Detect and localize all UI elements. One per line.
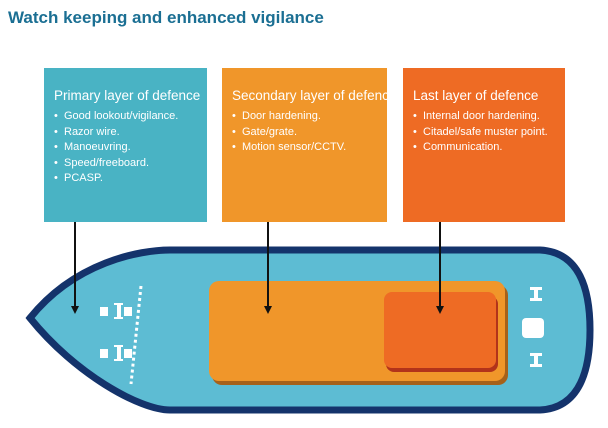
list-item: PCASP. bbox=[54, 171, 197, 187]
bow-bollard-icon bbox=[100, 303, 132, 319]
secondary-layer-box: Secondary layer of defence Door hardenin… bbox=[222, 68, 397, 222]
secondary-layer-heading: Secondary layer of defence bbox=[232, 88, 397, 103]
stern-hatch-icon bbox=[522, 318, 544, 338]
list-item: Citadel/safe muster point. bbox=[413, 125, 555, 141]
list-item: Internal door hardening. bbox=[413, 109, 555, 125]
list-item: Manoeuvring. bbox=[54, 140, 197, 156]
secondary-layer-list: Door hardening. Gate/grate. Motion senso… bbox=[232, 109, 377, 156]
bow-bollard-icon bbox=[100, 345, 132, 361]
list-item: Motion sensor/CCTV. bbox=[232, 140, 377, 156]
list-item: Door hardening. bbox=[232, 109, 377, 125]
last-layer-list: Internal door hardening. Citadel/safe mu… bbox=[413, 109, 555, 156]
last-layer-box: Last layer of defence Internal door hard… bbox=[403, 68, 565, 222]
stern-bollard-icon bbox=[530, 287, 542, 301]
list-item: Gate/grate. bbox=[232, 125, 377, 141]
citadel bbox=[384, 292, 496, 368]
primary-layer-heading: Primary layer of defence bbox=[54, 88, 201, 103]
list-item: Speed/freeboard. bbox=[54, 156, 197, 172]
page-title: Watch keeping and enhanced vigilance bbox=[8, 8, 324, 27]
list-item: Good lookout/vigilance. bbox=[54, 109, 197, 125]
primary-layer-list: Good lookout/vigilance. Razor wire. Mano… bbox=[54, 109, 197, 187]
razor-wire bbox=[129, 285, 143, 385]
list-item: Communication. bbox=[413, 140, 555, 156]
last-layer-heading: Last layer of defence bbox=[413, 88, 539, 103]
list-item: Razor wire. bbox=[54, 125, 197, 141]
primary-layer-box: Primary layer of defence Good lookout/vi… bbox=[44, 68, 207, 222]
stern-bollard-icon bbox=[530, 353, 542, 367]
